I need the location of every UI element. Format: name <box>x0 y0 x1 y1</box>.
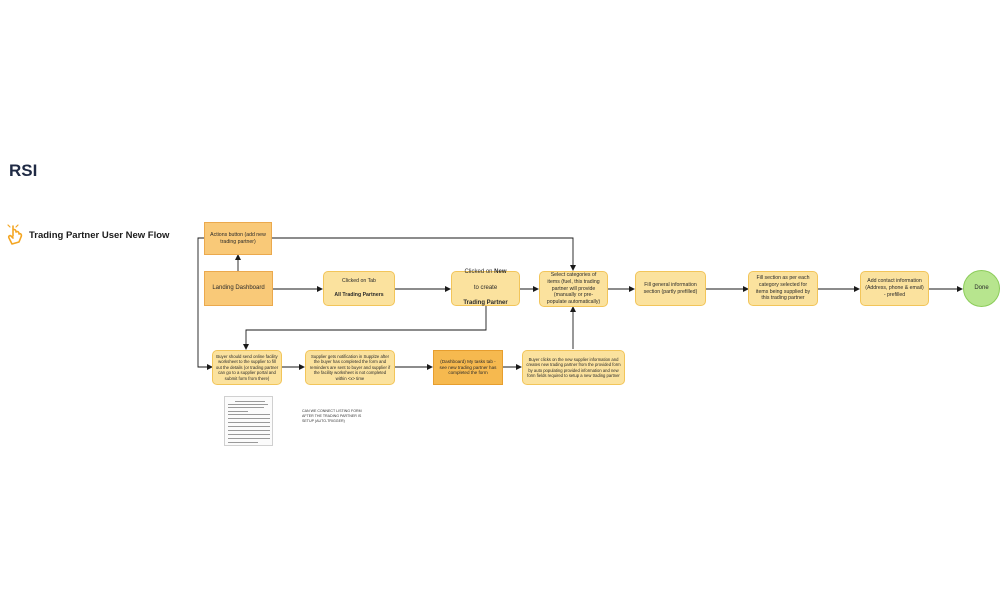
clicked-tab-node[interactable]: Clicked on Tab All Trading Partners <box>323 271 395 306</box>
clicked-new-bold2: Trading Partner <box>463 300 508 307</box>
buyer-send-node[interactable]: Buyer should send online facility worksh… <box>212 350 282 385</box>
connector-actions-select <box>272 237 576 271</box>
buyer-send-node-label: Buyer should send online facility worksh… <box>215 353 279 381</box>
fill-section-node-label: Fill section as per each category select… <box>755 275 811 302</box>
connector-actions-buyersend <box>197 237 213 370</box>
flow-header: Trading Partner User New Flow <box>6 224 169 246</box>
board-title: RSI <box>9 161 38 180</box>
landing-dashboard-node[interactable]: Landing Dashboard <box>204 271 273 306</box>
connector-new-buyersend <box>243 306 487 350</box>
add-contact-node-label: Add contact information (Address, phone … <box>865 278 924 298</box>
dashboard-tasks-node-label: (Dashboard) My tasks tab - see new tradi… <box>439 358 497 376</box>
hand-pointer-icon <box>7 224 23 245</box>
supplier-notification-node-label: Supplier gets notification in Suppl2e af… <box>309 353 391 381</box>
clicked-new-mid: to create <box>473 284 498 291</box>
dashboard-tasks-node[interactable]: (Dashboard) My tasks tab - see new tradi… <box>433 350 503 385</box>
buyer-clicks-node-label: Buyer clicks on the new supplier informa… <box>526 356 621 378</box>
actions-button-node[interactable]: Actions button (add new trading partner) <box>204 222 272 255</box>
done-node[interactable]: Done <box>963 270 1000 307</box>
supplier-notification-node[interactable]: Supplier gets notification in Suppl2e af… <box>305 350 395 385</box>
fill-general-node-label: Fill general information section (partly… <box>643 281 698 295</box>
flow-name: Trading Partner User New Flow <box>29 229 170 241</box>
side-note: Can we connect listing form after the tr… <box>302 409 362 423</box>
actions-button-node-label: Actions button (add new trading partner) <box>210 231 266 245</box>
fill-general-node[interactable]: Fill general information section (partly… <box>635 271 706 306</box>
select-categories-node[interactable]: Select categories of items (fuel, this t… <box>539 271 608 307</box>
clicked-tab-line1: Clicked on Tab <box>342 278 376 285</box>
clicked-new-node[interactable]: Clicked on New to create Trading Partner <box>451 269 520 307</box>
facility-worksheet-thumbnail <box>224 396 273 446</box>
add-contact-node[interactable]: Add contact information (Address, phone … <box>860 271 929 306</box>
done-node-label: Done <box>974 284 989 291</box>
landing-dashboard-node-label: Landing Dashboard <box>212 284 265 291</box>
clicked-new-pre: Clicked on <box>464 269 495 276</box>
buyer-clicks-node[interactable]: Buyer clicks on the new supplier informa… <box>522 350 625 385</box>
clicked-tab-line2: All Trading Partners <box>334 291 384 298</box>
clicked-new-bold: New <box>494 269 507 276</box>
fill-section-node[interactable]: Fill section as per each category select… <box>748 271 818 306</box>
select-categories-node-label: Select categories of items (fuel, this t… <box>546 272 601 306</box>
